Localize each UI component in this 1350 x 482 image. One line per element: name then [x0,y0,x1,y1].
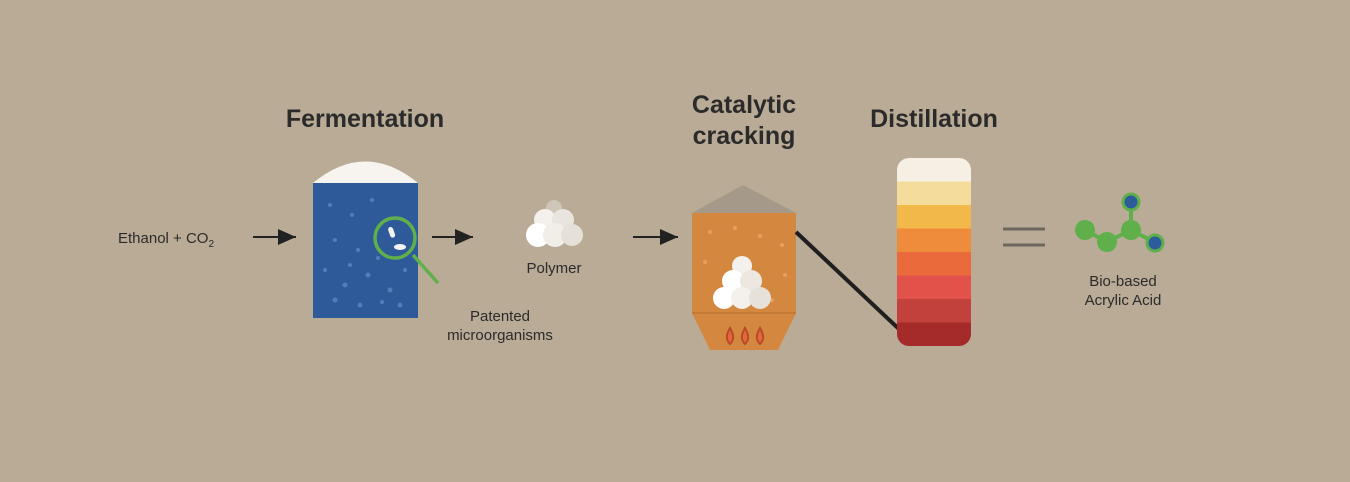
input-label: Ethanol + CO2 [118,229,258,254]
product-line1: Bio-based [1089,273,1157,290]
input-label-main: Ethanol + CO [118,230,209,247]
equals-icon [1003,227,1045,247]
distillation-title: Distillation [870,105,998,133]
catalytic-cracking-title: Catalytic cracking [664,90,824,152]
distillation-layer [897,158,971,182]
distillation-layer [897,299,971,323]
catalytic-title-line2: cracking [692,122,796,150]
distillation-layer [897,181,971,206]
distillation-layer [897,275,971,300]
pipe-reactor-distillation [794,230,902,332]
product-label: Bio-based Acrylic Acid [1058,272,1188,310]
fermenter-tank [313,161,418,318]
molecule-icon [1075,192,1165,253]
product-line2: Acrylic Acid [1084,292,1162,309]
distillation-layer [897,322,971,346]
distillation-column [897,158,971,346]
flame-icon [725,325,765,346]
distillation-layer [897,228,971,253]
fermentation-title: Fermentation [285,105,445,133]
distillation-layer [897,252,971,276]
microorganisms-label: Patented microorganisms [430,307,570,345]
reactor-vessel [692,185,796,350]
microorganisms-line2: microorganisms [447,327,553,344]
polymer-icon [526,200,583,247]
catalytic-title-line1: Catalytic [691,91,797,119]
input-label-subscript: 2 [208,239,215,250]
microorganisms-line1: Patented [469,308,531,325]
distillation-layer [897,205,971,229]
magnifier-icon [373,216,440,285]
polymer-label: Polymer [526,260,582,277]
